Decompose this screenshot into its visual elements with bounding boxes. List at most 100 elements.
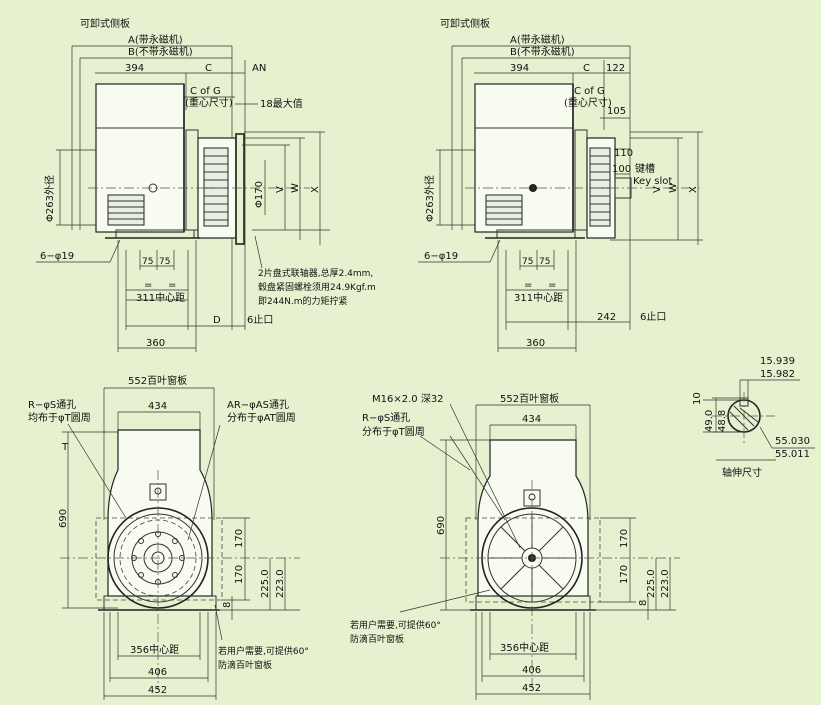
holes-rs-2: 均布于φT圆周	[28, 412, 91, 424]
dim-170a: 170	[234, 529, 245, 548]
dim-v: V	[275, 186, 286, 193]
dim-75b: 75	[159, 257, 170, 267]
dim-394-r: 394	[510, 63, 529, 74]
dim-360: 360	[146, 338, 165, 349]
dim-8-r: 8	[638, 600, 649, 606]
keyway-label: 键槽	[635, 162, 655, 175]
dim-122: 122	[606, 63, 625, 74]
dim-434-r: 434	[522, 414, 541, 425]
cofg-cn-label-r: (重心尺寸)	[564, 96, 612, 109]
thread-label: M16×2.0 深32	[372, 393, 444, 405]
left-front-view	[60, 387, 300, 700]
louver-note-1-r: 若用户需要,可提供60°	[350, 619, 441, 631]
dim-356: 356中心距	[130, 643, 179, 656]
dim-x: X	[310, 186, 321, 193]
eq-b: =	[168, 280, 176, 291]
dim-406: 406	[148, 667, 167, 678]
shaft-d2: 15.982	[760, 369, 795, 380]
holes-ar-1: AR−φAS通孔	[227, 399, 289, 411]
frame-outline	[107, 429, 213, 597]
dim-434: 434	[148, 401, 167, 412]
dim-223: 223.0	[275, 569, 286, 598]
dim-x-r: X	[688, 186, 699, 193]
dim-225-r: 225.0	[646, 569, 657, 598]
dim-105: 105	[607, 106, 626, 117]
dim-100: 100	[612, 164, 631, 175]
eq-a: =	[144, 280, 152, 291]
louver-552-label: 552百叶窗板	[128, 374, 187, 387]
dim-v-r: V	[652, 186, 663, 193]
dim-360-r: 360	[526, 338, 545, 349]
cofg-label: C of G	[190, 86, 221, 97]
dim-a-label: A(带永磁机)	[128, 33, 183, 46]
dim-w: W	[290, 183, 301, 193]
holes-ar-2: 分布于φAT圆周	[227, 412, 296, 424]
key-slot-label: Key slot	[633, 176, 672, 187]
dim-110: 110	[614, 148, 633, 159]
holes-rs-2-r: 分布于φT圆周	[362, 426, 425, 438]
terminal-box	[107, 194, 145, 226]
shaft-d5: 48.8	[717, 410, 728, 432]
dim-170b: 170	[234, 565, 245, 584]
louver-note-2-r: 防滴百叶窗板	[350, 633, 404, 645]
shaft-caption: 轴伸尺寸	[722, 466, 762, 479]
holes-label-r: 6−φ19	[424, 251, 458, 262]
shaft-d1: 15.939	[760, 356, 795, 367]
dim-452-r: 452	[522, 683, 541, 694]
dim-b-label: B(不带永磁机)	[128, 45, 193, 58]
shaft-detail	[703, 379, 815, 461]
dim-690-r: 690	[436, 516, 447, 535]
dim-311: 311中心距	[136, 291, 185, 304]
holes-rs-1: R−φS通孔	[28, 399, 76, 411]
louver-note-2: 防滴百叶窗板	[218, 659, 272, 671]
dim-223-r: 223.0	[660, 569, 671, 598]
flywheel-disc	[235, 133, 245, 245]
dim-452: 452	[148, 685, 167, 696]
shaft-d7: 55.011	[775, 449, 810, 460]
dim-406-r: 406	[522, 665, 541, 676]
dim-b-label-r: B(不带永磁机)	[510, 45, 575, 58]
dim-c: C	[205, 63, 212, 74]
right-side-view	[418, 45, 703, 352]
side-grille-r	[589, 147, 611, 227]
stop6-label-r: 6止口	[640, 311, 666, 323]
phi263-label-r: Φ263外径	[423, 175, 436, 222]
dim-d: D	[213, 315, 221, 326]
dim-c-r: C	[583, 63, 590, 74]
holes-rs-1-r: R−φS通孔	[362, 412, 410, 424]
dim-75b-r: 75	[539, 257, 550, 267]
label-t: T	[61, 442, 69, 453]
cofg-label-r: C of G	[574, 86, 605, 97]
dim-690: 690	[58, 509, 69, 528]
dim-8: 8	[222, 602, 233, 608]
side-grille	[203, 147, 229, 227]
dim-an: AN	[252, 63, 266, 74]
shaft-d3: 10	[692, 392, 703, 405]
dim-170a-r: 170	[619, 529, 630, 548]
shaft-d6: 55.030	[775, 436, 810, 447]
louver-note-1: 若用户需要,可提供60°	[218, 645, 309, 657]
dim-a-label-r: A(带永磁机)	[510, 33, 565, 46]
dim-75a: 75	[142, 257, 153, 267]
coupling-note-1: 2片盘式联轴器,总厚2.4mm,	[258, 267, 373, 279]
max18-label: 18最大值	[260, 97, 303, 110]
eq-a-r: =	[524, 280, 532, 291]
coupling-note-2: 毂盘紧固螺栓须用24.9Kgf.m	[258, 281, 376, 293]
coupling-note-3: 即244N.m的力矩拧紧	[258, 295, 348, 307]
removable-panel-label: 可卸式侧板	[80, 17, 130, 30]
stop6-label: 6止口	[247, 314, 273, 326]
louver-552-label-r: 552百叶窗板	[500, 392, 559, 405]
removable-panel-label-r: 可卸式侧板	[440, 17, 490, 30]
dim-225: 225.0	[260, 569, 271, 598]
dim-242: 242	[597, 312, 616, 323]
right-front-view	[399, 403, 680, 700]
cofg-cn-label: (重心尺寸)	[185, 96, 233, 109]
holes-label: 6−φ19	[40, 251, 74, 262]
dim-170b-r: 170	[619, 565, 630, 584]
dim-w-r: W	[668, 183, 679, 193]
left-side-view	[36, 45, 330, 352]
dim-356-r: 356中心距	[500, 641, 549, 654]
eq-b-r: =	[548, 280, 556, 291]
phi263-label: Φ263外径	[43, 175, 56, 222]
